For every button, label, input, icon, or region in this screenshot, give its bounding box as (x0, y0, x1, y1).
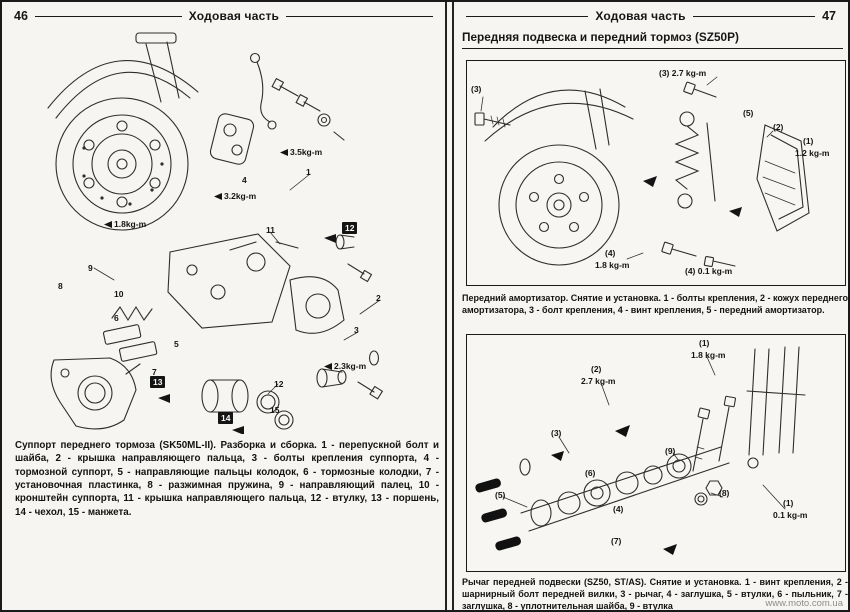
part-number-callout: (4) (605, 248, 616, 258)
page-47-header: Ходовая часть 47 (466, 8, 836, 24)
header-rule (692, 15, 816, 17)
page-number-left: 46 (14, 9, 28, 23)
torque-label: 1.8 kg-m (691, 350, 726, 360)
torque-label: 1.8kg-m (104, 220, 146, 229)
part-number-callout: (2) (591, 364, 602, 374)
part-number-callout: (6) (585, 468, 596, 478)
torque-label: 3.5kg-m (280, 148, 322, 157)
part-number-callout: 3 (354, 325, 359, 335)
part-number-callout: (1) (783, 498, 794, 508)
part-number-callout: (3) (551, 428, 562, 438)
page-number-right: 47 (822, 9, 836, 23)
torque-label: 2.7 kg-m (581, 376, 616, 386)
front-brake-caliper-diagram: 3.5kg-m 3.2kg-m 1.8kg-m 2.3kg-m 1 2 3 4 … (18, 28, 443, 434)
part-number-callout: 1 (306, 167, 311, 177)
caliper-caption: Суппорт переднего тормоза (SK50ML-II). Р… (15, 440, 439, 518)
header-rule (466, 15, 589, 17)
part-number-callout: 12 (274, 379, 284, 389)
part-number-tag: 12 (342, 222, 358, 234)
front-brake-caliper-drawing (47, 32, 384, 434)
part-number-callout: 5 (174, 339, 179, 349)
torque-label: 0.1 kg-m (773, 510, 808, 520)
front-shock-drawing (474, 76, 810, 268)
part-number-tag: 14 (218, 412, 234, 424)
header-rule (286, 15, 433, 17)
torque-value: 3.5kg-m (290, 147, 323, 157)
torque-label: 1.2 kg-m (795, 148, 830, 158)
torque-flag-icon (104, 221, 112, 228)
part-number-callout: 11 (266, 225, 275, 235)
torque-label: 2.3kg-m (324, 362, 366, 371)
torque-label: 1.8 kg-m (595, 260, 630, 270)
header-rule (34, 15, 182, 17)
torque-label: (3) 2.7 kg-m (659, 68, 707, 78)
part-number-callout: (4) (613, 504, 624, 514)
part-number-callout: (1) (803, 136, 814, 146)
part-number-callout: 9 (88, 263, 93, 273)
part-number-callout: (9) (665, 446, 676, 456)
suspension-lever-diagram: (1) 1.8 kg-m (2) 2.7 kg-m (3) (9) (6) (5… (466, 334, 846, 572)
part-number-callout: (5) (495, 490, 506, 500)
torque-flag-icon (324, 363, 332, 370)
part-number-callout: 4 (242, 175, 247, 185)
torque-flag-icon (214, 193, 222, 200)
front-shock-diagram: (3) (3) 2.7 kg-m (5) (2) (1) 1.2 kg-m (4… (466, 60, 846, 286)
torque-label: (4) 0.1 kg-m (685, 266, 733, 276)
part-number-callout: 8 (58, 281, 63, 291)
suspension-lever-drawing (475, 346, 806, 555)
part-number-callout: (3) (471, 84, 482, 94)
page-47: Ходовая часть 47 Передняя подвеска и пер… (452, 2, 848, 610)
page-46: 46 Ходовая часть (2, 2, 447, 610)
part-number-callout: (5) (743, 108, 754, 118)
torque-value: 3.2kg-m (224, 191, 257, 201)
part-number-callout: 7 (152, 367, 157, 377)
part-number-callout: 6 (114, 313, 119, 323)
part-number-tag: 13 (150, 376, 166, 388)
part-number-callout: (2) (773, 122, 784, 132)
page-46-header: 46 Ходовая часть (14, 8, 433, 24)
part-number-callout: (1) (699, 338, 710, 348)
torque-value: 1.8kg-m (114, 219, 147, 229)
chapter-title-right: Ходовая часть (595, 9, 686, 23)
part-number-callout: (7) (611, 536, 622, 546)
torque-value: 2.3kg-m (334, 361, 367, 371)
section-title: Передняя подвеска и передний тормоз (SZ5… (462, 30, 843, 49)
torque-flag-icon (280, 149, 288, 156)
part-number-callout: 2 (376, 293, 381, 303)
lever-caption: Рычаг передней подвески (SZ50, ST/AS). С… (462, 577, 848, 612)
part-number-callout: 15 (270, 405, 280, 415)
part-number-callout: (8) (719, 488, 730, 498)
shock-caption: Передний амортизатор. Снятие и установка… (462, 293, 848, 316)
part-number-callout: 10 (114, 289, 124, 299)
torque-label: 3.2kg-m (214, 192, 256, 201)
watermark-url: www.moto.com.ua (765, 598, 843, 609)
chapter-title-left: Ходовая часть (188, 9, 280, 23)
